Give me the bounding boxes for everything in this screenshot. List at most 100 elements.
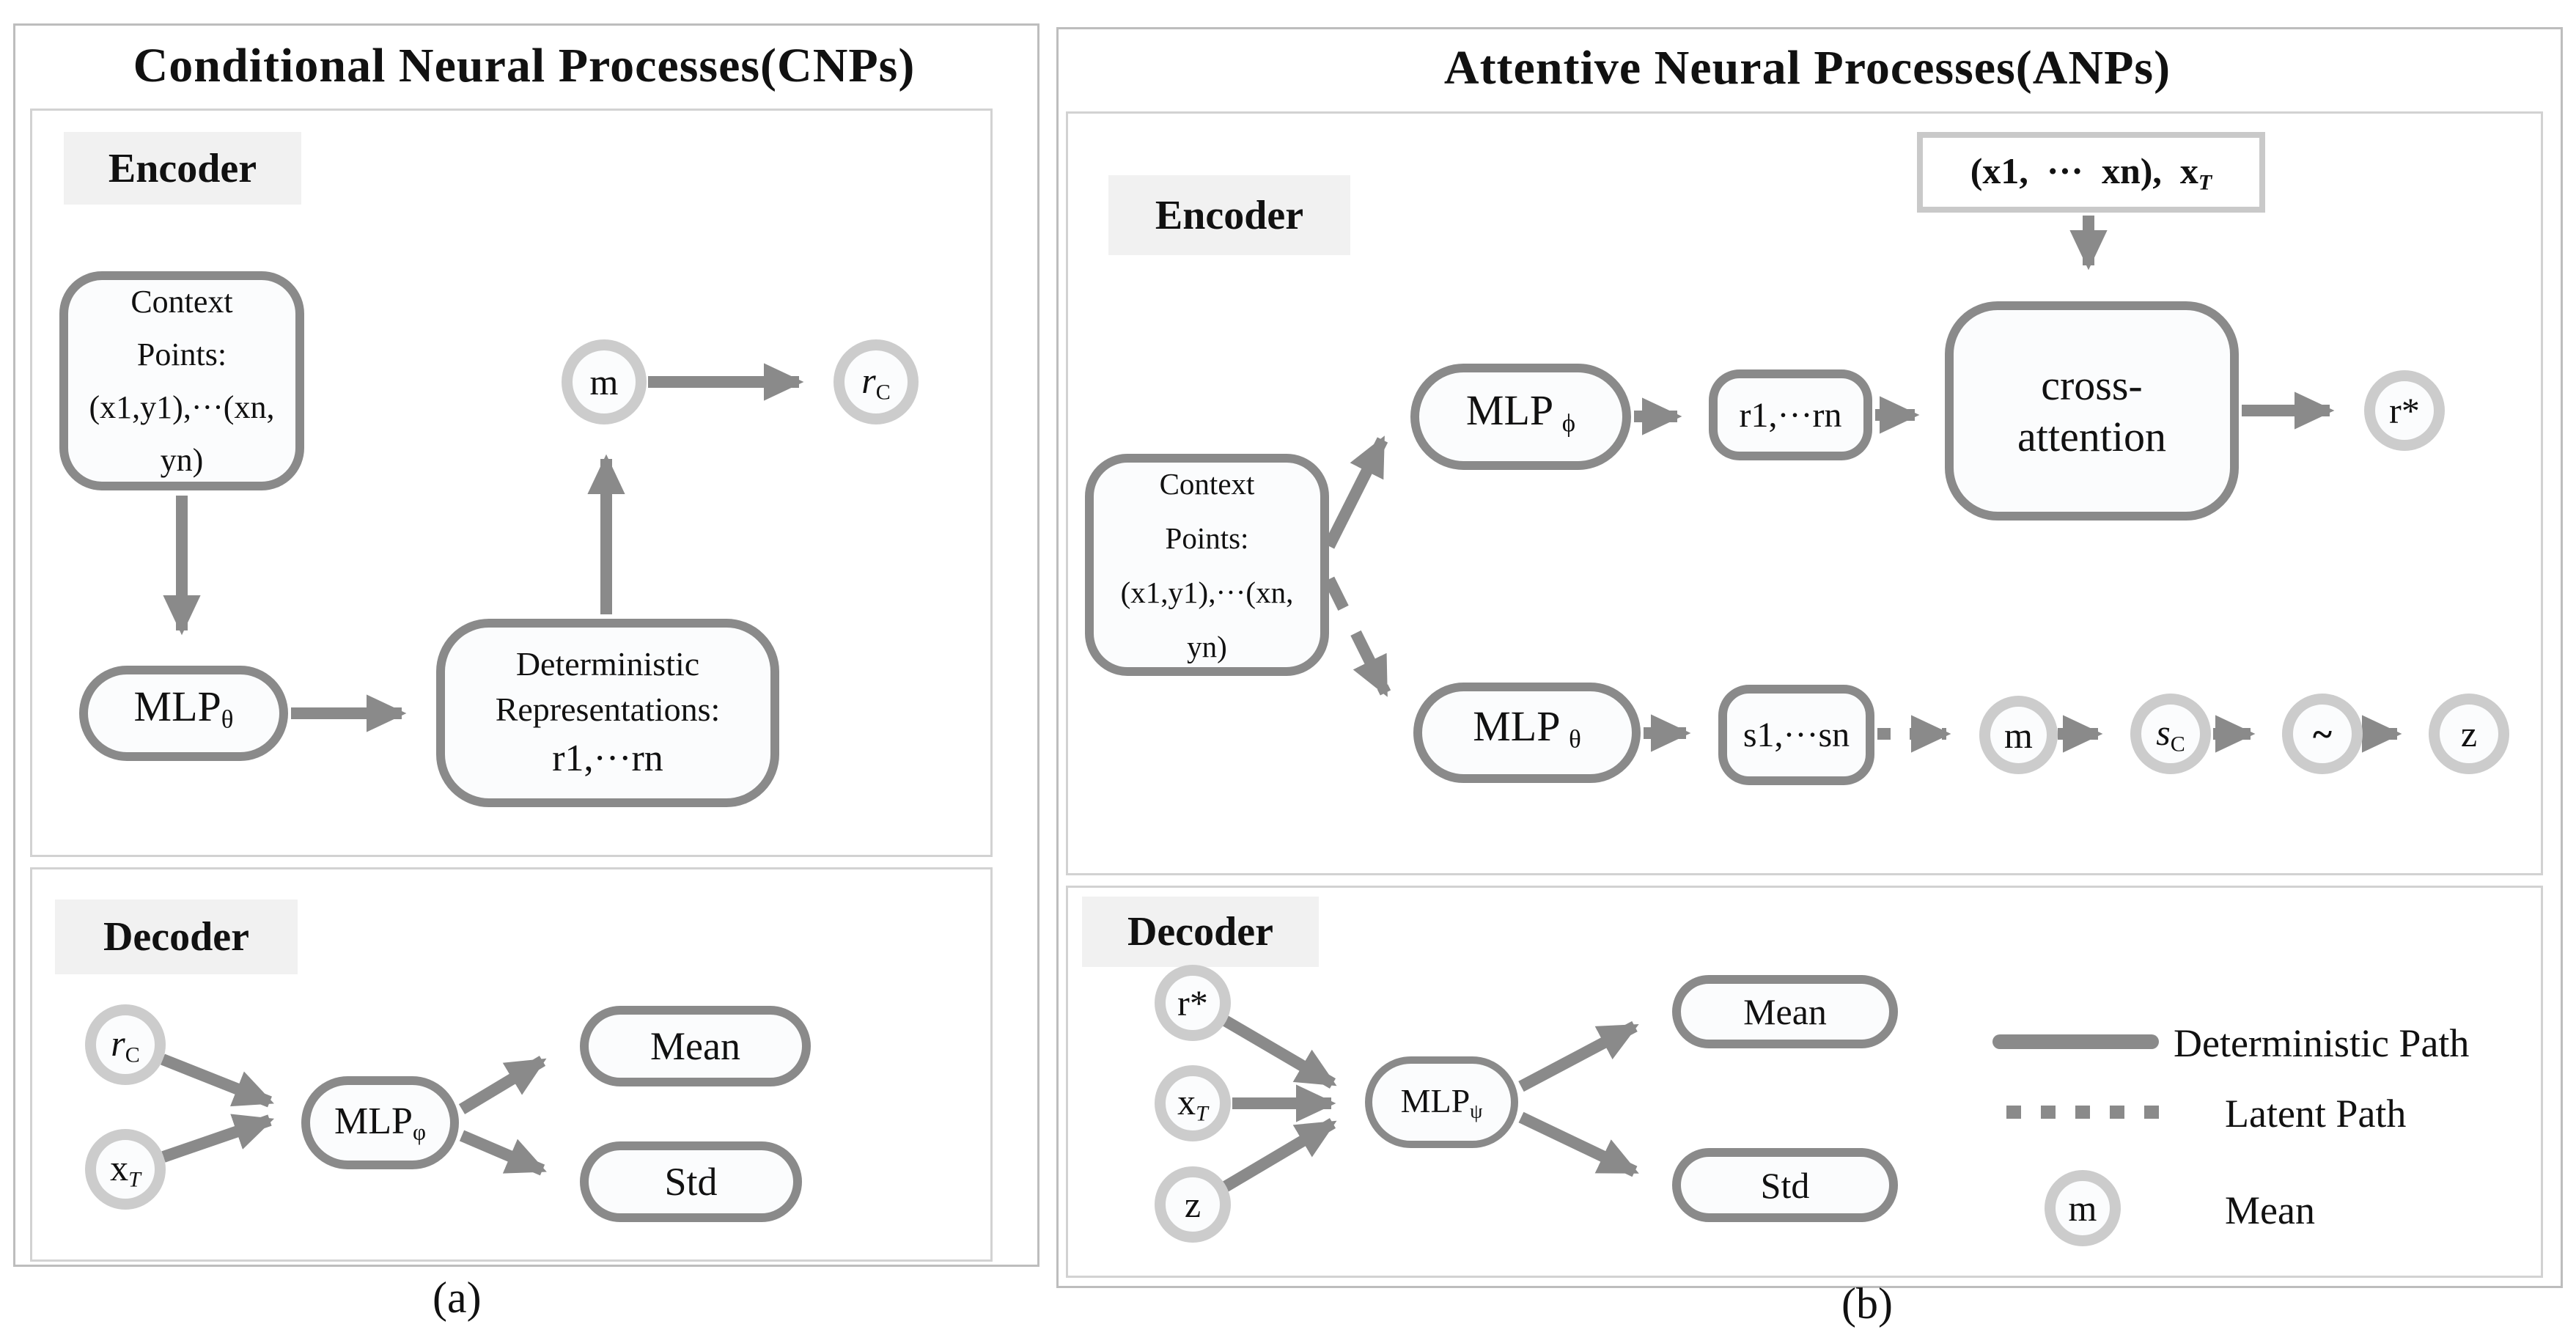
ctx-line: yn) (160, 441, 204, 478)
cnp-mlp-theta-box: MLPθ (79, 666, 288, 761)
cnp-deterministic-box: Deterministic Representations: r1,···rn (436, 619, 779, 807)
cnp-rc-text: rC (861, 359, 890, 405)
det-line2: Representations: (495, 690, 721, 728)
dec-xt2-text: xT (1177, 1081, 1208, 1126)
det-line1: Deterministic (515, 644, 700, 683)
anp-input-sub: T (2198, 170, 2212, 195)
mlp-sub: ϕ (1561, 408, 1576, 438)
cnp-context-points-text: Context Points: (x1,y1),···(xn, yn) (89, 276, 275, 487)
mlp-label: MLP (1473, 702, 1561, 750)
mlp-label: MLP (133, 683, 221, 731)
mlp-sub: θ (221, 705, 234, 734)
arrow-mlp-phi-to-mean (458, 1056, 547, 1114)
cnp-std-box: Std (580, 1141, 802, 1222)
anp-decoder-label: Decoder (1082, 897, 1319, 967)
cnp-m-text: m (589, 361, 619, 402)
anp-context-points-box: Context Points: (x1,y1),···(xn, yn) (1085, 454, 1329, 676)
anp-m-text: m (2004, 714, 2033, 756)
mlp-label: MLP (1465, 386, 1554, 434)
ctx-line: Points: (1165, 521, 1249, 555)
anp-mlp-theta-box: MLP θ (1413, 683, 1641, 783)
cnp-decoder-label-text: Decoder (103, 914, 249, 960)
cnp-deterministic-text: Deterministic Representations: r1,···rn (496, 641, 721, 785)
dec-rstar-text: r* (1177, 982, 1208, 1023)
anp-std-text: Std (1760, 1164, 1810, 1206)
anp-mlp-psi-text: MLPψ (1401, 1081, 1483, 1123)
mlp-sub: θ (1569, 724, 1581, 754)
dec-rc-text: rC (111, 1022, 139, 1067)
caption-a: (a) (433, 1273, 482, 1322)
anp-title: Attentive Neural Processes(ANPs) (1443, 41, 2171, 95)
sc-sub: C (2170, 732, 2185, 757)
cnp-encoder-label-text: Encoder (108, 145, 257, 191)
anp-input-main: (x1, ··· xn), x (1970, 150, 2198, 191)
dec-z-text: z (1184, 1184, 1201, 1225)
arrow-rstar-to-mlp-psi (1221, 1015, 1337, 1089)
anp-s1sn-box: s1,···sn (1718, 685, 1874, 785)
dec-xt-sub: T (128, 1167, 141, 1192)
anp-s1sn-text: s1,···sn (1743, 716, 1850, 754)
cnp-mean-text: Mean (650, 1024, 740, 1068)
anp-mlp-psi-box: MLPψ (1365, 1056, 1518, 1148)
legend-mean-symbol: m (2068, 1188, 2097, 1229)
anp-decoder-xt-node: xT (1155, 1065, 1231, 1141)
ctx-line: (x1,y1),···(xn, (1120, 575, 1294, 609)
cnp-mlp-phi-text: MLPφ (334, 1100, 426, 1146)
arrow-mlp-psi-to-std (1518, 1111, 1639, 1177)
anp-mlp-theta-text: MLP θ (1473, 701, 1581, 765)
ca-line2: attention (2017, 412, 2166, 460)
mlp-sub: φ (412, 1119, 426, 1145)
anp-decoder-z-node: z (1155, 1166, 1231, 1243)
ctx-line: Points: (136, 336, 227, 372)
cnp-mlp-phi-box: MLPφ (301, 1076, 459, 1169)
arrow-xt-to-mlp-phi (161, 1114, 275, 1163)
legend-mean-node: m (2045, 1170, 2121, 1246)
cnp-decoder-rc-node: rC (85, 1004, 166, 1085)
anp-decoder-rstar-node: r* (1155, 965, 1231, 1041)
rc-sub: C (875, 380, 891, 405)
mlp-sub: ψ (1470, 1099, 1483, 1122)
legend-deterministic-label: Deterministic Path (2174, 1021, 2470, 1065)
dec-rc-sub: C (125, 1042, 140, 1067)
anp-decoder-label-text: Decoder (1127, 909, 1273, 955)
dec-xt-main: x (110, 1147, 129, 1188)
cnp-rc-node: rC (833, 339, 919, 424)
cnp-decoder-label: Decoder (55, 900, 298, 974)
arrow-rc-to-mlp-phi (161, 1053, 274, 1108)
arrow-mlp-phi-to-std (459, 1130, 547, 1176)
anp-cross-attention-text: cross- attention (2017, 360, 2166, 463)
dec-xt-text: xT (110, 1147, 141, 1192)
rc-main: r (861, 359, 876, 401)
anp-r1rn-box: r1,···rn (1709, 369, 1872, 460)
dec-xt2-sub: T (1196, 1101, 1208, 1126)
anp-z-text: z (2460, 713, 2478, 754)
dec-rc-main: r (111, 1022, 125, 1064)
mlp-label: MLP (334, 1100, 413, 1143)
arrow-context-to-mlp-theta2-latent (1323, 576, 1391, 697)
cnp-decoder-xt-node: xT (85, 1129, 166, 1210)
ctx-line: Context (1159, 466, 1255, 501)
arrow-context-to-mlp-phi2 (1323, 435, 1388, 549)
cnp-mlp-theta-text: MLPθ (134, 681, 234, 746)
anp-input-text: (x1, ··· xn), xT (1970, 150, 2212, 195)
anp-m-node: m (1979, 696, 2058, 774)
anp-mlp-phi-box: MLP ϕ (1410, 364, 1631, 470)
anp-tilde-node: ~ (2282, 694, 2363, 774)
cnp-mean-box: Mean (580, 1006, 811, 1086)
anp-cross-attention-box: cross- attention (1945, 301, 2239, 521)
anp-input-box: (x1, ··· xn), xT (1917, 132, 2265, 213)
anp-mean-box: Mean (1672, 975, 1898, 1048)
arrow-mlp-psi-to-mean (1518, 1020, 1639, 1092)
cnp-title: Conditional Neural Processes(CNPs) (133, 39, 916, 92)
arrow-z-to-mlp-psi (1221, 1118, 1337, 1192)
ca-line1: cross- (2041, 361, 2143, 409)
anp-sc-node: sC (2130, 694, 2211, 774)
anp-mean-text: Mean (1743, 991, 1827, 1032)
mlp-label: MLP (1400, 1082, 1471, 1120)
anp-context-points-text: Context Points: (x1,y1),···(xn, yn) (1121, 457, 1294, 674)
anp-std-box: Std (1672, 1148, 1898, 1222)
legend-latent-label: Latent Path (2225, 1092, 2407, 1136)
cnp-m-node: m (562, 339, 647, 424)
